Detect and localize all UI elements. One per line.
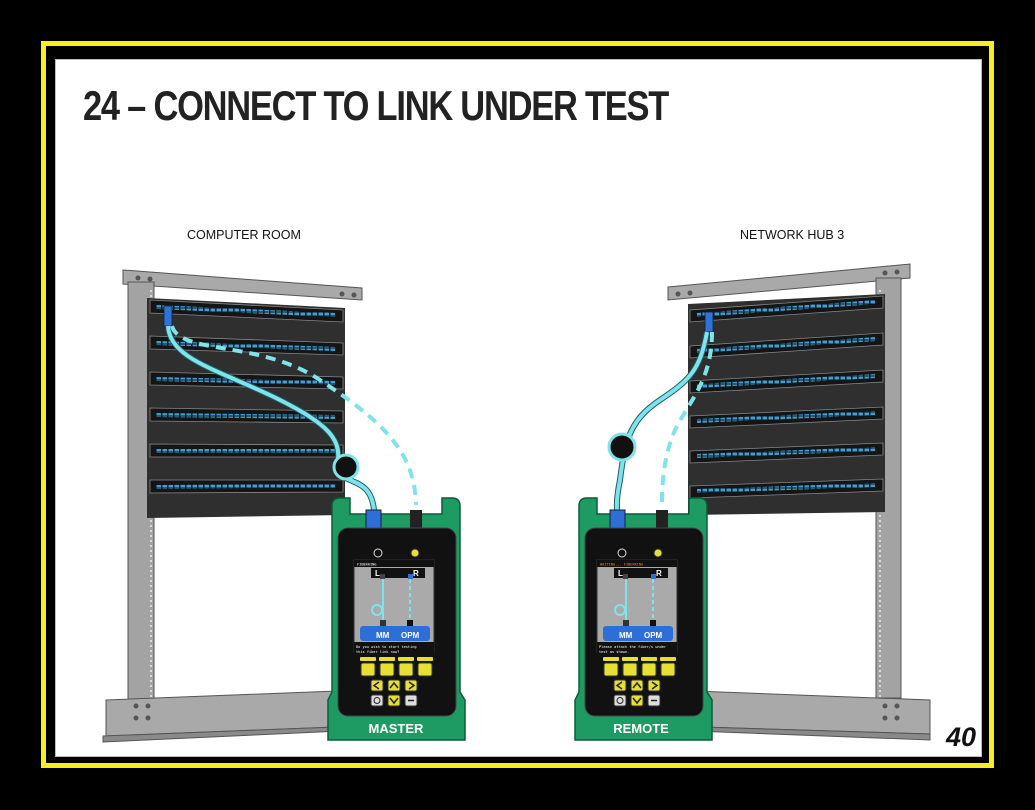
right-fiber-coil-icon — [607, 432, 637, 462]
master-softkeys[interactable] — [360, 657, 433, 677]
remote-device: WAITING... FIBERKING L R MM OPM Please a… — [574, 497, 713, 741]
left-patch-panels — [149, 299, 344, 494]
remote-screen-header: WAITING... FIBERKING — [600, 563, 643, 567]
remote-port-r: R — [656, 569, 662, 578]
master-label: MASTER — [369, 721, 425, 736]
remote-port-l: L — [618, 569, 623, 578]
remote-screen-msg-2: test as shown. — [599, 650, 629, 654]
left-fiber-coil-icon — [332, 453, 360, 481]
master-screen-msg-2: this fiber link now? — [356, 650, 399, 654]
computer-room-label: COMPUTER ROOM — [187, 228, 301, 242]
left-rack-connector — [163, 305, 173, 327]
remote-softkeys[interactable] — [603, 657, 676, 677]
remote-source-label: MM — [619, 631, 633, 640]
master-source-label: MM — [376, 631, 390, 640]
master-screen-msg-1: Do you wish to start testing — [356, 645, 417, 649]
page-title: 24 – CONNECT TO LINK UNDER TEST — [83, 82, 669, 129]
remote-meter-label: OPM — [644, 631, 663, 640]
master-port-r: R — [413, 569, 419, 578]
left-fiber-cables — [165, 325, 418, 511]
remote-nav-buttons[interactable] — [613, 679, 661, 707]
right-patch-panels — [689, 295, 884, 499]
page-number: 40 — [946, 722, 977, 752]
master-meter-label: OPM — [401, 631, 420, 640]
master-port-l: L — [375, 569, 380, 578]
right-rack — [667, 263, 931, 741]
master-device: FIBERKING L R MM OPM Do you wish to star… — [327, 497, 466, 741]
left-rack — [102, 269, 363, 743]
remote-screen-msg-1: Please attach the fiber/s under — [599, 645, 667, 649]
right-fiber-cables — [613, 331, 714, 513]
remote-label: REMOTE — [613, 721, 669, 736]
network-hub-label: NETWORK HUB 3 — [740, 228, 845, 242]
right-rack-connector — [704, 311, 714, 333]
master-nav-buttons[interactable] — [370, 679, 418, 707]
master-screen-header: FIBERKING — [357, 563, 376, 567]
